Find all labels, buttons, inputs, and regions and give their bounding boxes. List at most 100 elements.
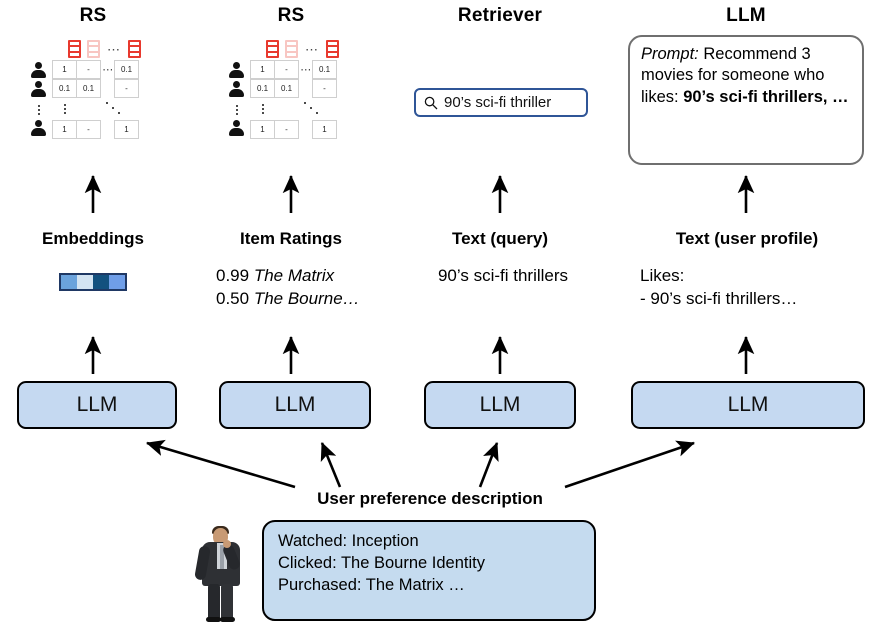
prompt-highlight: 90’s sci-fi thrillers, … — [683, 87, 849, 106]
matrix-column-headers: ⋯ — [266, 40, 339, 58]
embedding-vector — [59, 273, 127, 291]
avatar — [193, 524, 249, 622]
preference-line: Purchased: The Matrix … — [278, 575, 465, 594]
matrix-cell: - — [312, 79, 337, 98]
column-title-llm: LLM — [726, 5, 766, 26]
matrix-cell: 0.1 — [76, 79, 101, 98]
list-item: 0.50 The Bourne… — [216, 288, 360, 311]
matrix-cell: 1 — [312, 120, 337, 139]
matrix-cell: - — [76, 60, 101, 79]
matrix-grid: 1 - ⋯ 0.1 0.1 0.1 - 1 - 1 — [52, 60, 139, 139]
embedding-cell — [61, 275, 77, 289]
search-input[interactable]: 90’s sci-fi thriller — [414, 88, 588, 117]
ellipsis-icon — [235, 100, 238, 120]
rs-matrix-1: ⋯ 1 - ⋯ 0.1 0.1 0.1 - — [30, 40, 160, 160]
llm-box-2[interactable]: LLM — [219, 381, 371, 429]
item-ratings-list: 0.99 The Matrix 0.50 The Bourne… — [216, 265, 360, 310]
ellipsis-icon: ⋯ — [102, 64, 114, 76]
rating-title: The Bourne… — [253, 288, 360, 308]
list-item: 0.99 The Matrix — [216, 265, 360, 288]
search-query-text: 90’s sci-fi thriller — [444, 94, 552, 111]
ellipsis-icon: ⋯ — [300, 64, 312, 76]
mid-label-embeddings: Embeddings — [41, 229, 144, 248]
film-strip-icon — [266, 40, 279, 58]
ellipsis-icon: ⋯ — [107, 41, 121, 57]
mid-label-item-ratings: Item Ratings — [239, 229, 343, 248]
table-row: 1 - ⋯ 0.1 — [52, 60, 139, 79]
embedding-cell — [109, 275, 125, 289]
matrix-cell: 0.1 — [274, 79, 299, 98]
matrix-column-headers: ⋯ — [68, 40, 141, 58]
user-preference-box: Watched: Inception Clicked: The Bourne I… — [262, 520, 596, 621]
person-icon — [228, 81, 245, 98]
profile-line: - 90’s sci-fi thrillers… — [640, 288, 798, 308]
film-strip-icon — [128, 40, 141, 58]
matrix-cell: 1 — [250, 60, 275, 79]
matrix-cell: 1 — [52, 120, 77, 139]
matrix-cell: 0.1 — [114, 60, 139, 79]
matrix-cell: 0.1 — [250, 79, 275, 98]
film-strip-icon — [326, 40, 339, 58]
prompt-label: Prompt: — [641, 45, 699, 63]
matrix-row-headers — [228, 62, 245, 139]
llm-box-4[interactable]: LLM — [631, 381, 865, 429]
table-row: 1 - 1 — [52, 120, 139, 139]
column-title-rs-1: RS — [79, 5, 107, 26]
matrix-row-headers — [30, 62, 47, 139]
matrix-cell: 1 — [114, 120, 139, 139]
matrix-ellipsis-row — [52, 98, 139, 120]
profile-line: Likes: — [640, 266, 685, 285]
film-strip-icon — [68, 40, 81, 58]
column-title-retriever: Retriever — [457, 5, 543, 26]
text-query-value: 90’s sci-fi thrillers — [437, 266, 569, 285]
embedding-cell — [77, 275, 93, 289]
person-icon — [228, 120, 245, 137]
search-icon — [424, 96, 438, 109]
person-icon — [30, 62, 47, 79]
prompt-body: Recommend 3 movies for someone who likes… — [641, 45, 825, 106]
person-icon — [30, 81, 47, 98]
matrix-cell: 0.1 — [52, 79, 77, 98]
embedding-cell — [93, 275, 109, 289]
rating-score: 0.99 — [216, 266, 250, 285]
user-profile-value: Likes: - 90’s sci-fi thrillers… — [640, 265, 797, 310]
matrix-cell: - — [76, 120, 101, 139]
matrix-cell: 1 — [250, 120, 275, 139]
matrix-cell: 0.1 — [312, 60, 337, 79]
table-row: 1 - 1 — [250, 120, 337, 139]
user-preference-title: User preference description — [317, 489, 543, 508]
llm-box-3[interactable]: LLM — [424, 381, 576, 429]
matrix-grid: 1 - ⋯ 0.1 0.1 0.1 - 1 - 1 — [250, 60, 337, 139]
preference-line: Watched: Inception — [278, 532, 419, 550]
rating-title: The Matrix — [253, 266, 335, 285]
table-row: 0.1 0.1 - — [52, 79, 139, 98]
ellipsis-icon: ⋯ — [305, 41, 319, 57]
ellipsis-icon — [37, 100, 40, 120]
film-strip-icon — [285, 40, 298, 58]
matrix-cell: - — [114, 79, 139, 98]
matrix-cell: - — [274, 120, 299, 139]
matrix-cell: - — [274, 60, 299, 79]
table-row: 0.1 0.1 - — [250, 79, 337, 98]
rs-matrix-2: ⋯ 1 - ⋯ 0.1 0.1 0.1 - — [228, 40, 358, 160]
diagonal-ellipsis-icon — [102, 101, 128, 117]
film-strip-icon — [87, 40, 100, 58]
llm-label: LLM — [479, 393, 521, 416]
prompt-box: Prompt: Recommend 3 movies for someone w… — [628, 35, 864, 165]
preference-line: Clicked: The Bourne Identity — [278, 553, 485, 572]
person-icon — [30, 120, 47, 137]
column-title-rs-2: RS — [277, 5, 305, 26]
llm-box-1[interactable]: LLM — [17, 381, 177, 429]
llm-label: LLM — [274, 393, 316, 416]
mid-label-text-query: Text (query) — [451, 229, 549, 248]
matrix-cell: 1 — [52, 60, 77, 79]
matrix-ellipsis-row — [250, 98, 337, 120]
llm-label: LLM — [727, 393, 769, 416]
mid-label-text-user-profile: Text (user profile) — [675, 229, 819, 248]
person-icon — [228, 62, 245, 79]
rating-score: 0.50 — [216, 288, 250, 308]
table-row: 1 - ⋯ 0.1 — [250, 60, 337, 79]
ellipsis-icon — [250, 104, 275, 114]
llm-label: LLM — [76, 393, 118, 416]
